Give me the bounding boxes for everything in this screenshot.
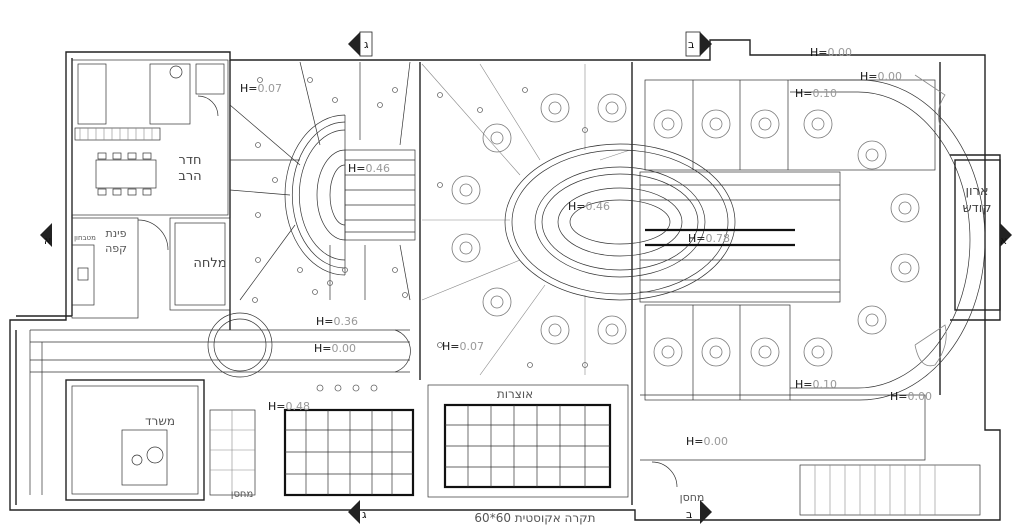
section-mark-4: ב: [686, 508, 692, 521]
height-label-6: H=0.36: [316, 315, 358, 328]
height-label-10: H=0.00: [860, 70, 902, 83]
center-rosettes: [451, 93, 627, 345]
ceiling-note: תקרה אקוסטית 60*60: [474, 511, 595, 525]
height-label-7: H=0.00: [314, 342, 356, 355]
acoustic-grid-right: אוצרות: [427, 384, 629, 498]
height-label-13: H=0.00: [686, 435, 728, 448]
changing-room: מלחה: [169, 217, 231, 311]
height-label-12: H=0.48: [268, 400, 310, 413]
section-marks: ג ב ג ב א א: [40, 31, 1012, 524]
coffee-label-2: קפה: [105, 242, 127, 255]
rabbi-room-label-2: הרב: [178, 169, 201, 184]
central-hall: [421, 63, 736, 376]
height-label-4: H=0.78: [688, 232, 730, 245]
height-label-11: H=0.10: [795, 378, 837, 391]
section-mark-2: ב: [688, 38, 694, 51]
store-room-label: מחסן: [231, 489, 254, 500]
right-hall: [639, 74, 986, 401]
height-label-2: H=0.46: [348, 162, 390, 175]
lower-storage: מחסן: [209, 409, 256, 500]
coffee-label-1: פינת: [106, 227, 127, 240]
section-mark-5: א: [44, 234, 51, 247]
ark-label-2: קודש: [962, 201, 991, 216]
left-ceiling-zone: [229, 61, 416, 303]
rabbi-room: חדר הרב: [71, 59, 229, 216]
right-rosettes: [653, 109, 920, 367]
section-mark-3: ג: [362, 508, 367, 521]
height-label-3: H=0.46: [568, 200, 610, 213]
section-mark-6: א: [1000, 234, 1007, 247]
corridor: [29, 312, 411, 495]
height-label-9: H=0.10: [795, 87, 837, 100]
coffee-corner: פינת קפה מטבחון: [71, 217, 169, 319]
ark: ארון קודש: [954, 159, 1001, 311]
kitchenette-label: מטבחון: [74, 234, 96, 242]
office-label: משרד: [145, 414, 175, 428]
acoustic-grid-left: [283, 408, 415, 497]
entrance-area: מחסן: [640, 394, 981, 516]
ark-label-1: ארון: [965, 184, 988, 199]
changing-room-label: מלחה: [193, 256, 226, 271]
storage-label: מחסן: [680, 491, 705, 504]
acoustic-label: אוצרות: [497, 387, 533, 401]
height-labels: H=0.07 H=0.46 H=0.46 H=0.78 H=0.00 H=0.3…: [240, 46, 932, 448]
office: משרד: [65, 379, 205, 501]
height-label-14: H=0.00: [890, 390, 932, 403]
section-mark-1: ג: [364, 38, 369, 51]
height-label-8: H=0.07: [442, 340, 484, 353]
height-label-5: H=0.00: [810, 46, 852, 59]
rabbi-room-label-1: חדר: [179, 153, 202, 168]
height-label-1: H=0.07: [240, 82, 282, 95]
